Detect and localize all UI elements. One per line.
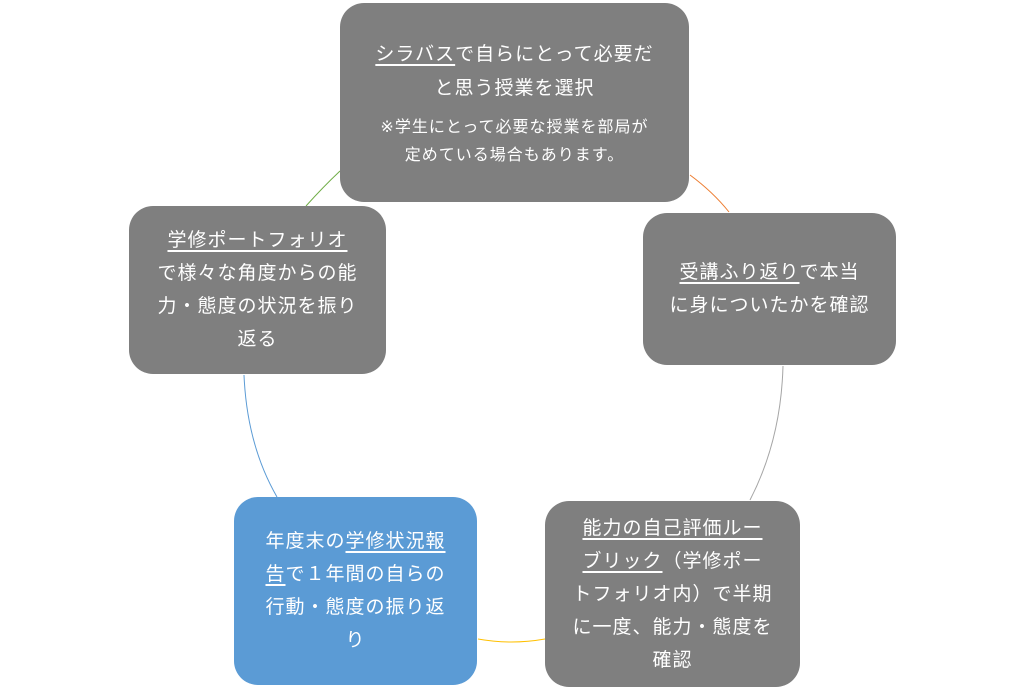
node-reflection: 受講ふり返りで本当 に身についたかを確認 xyxy=(643,213,896,365)
reflection-line-2: に身についたかを確認 xyxy=(669,294,870,316)
rubric-line-4: に一度、能力・態度を xyxy=(572,615,773,638)
node-portfolio: 学修ポートフォリオ で様々な角度からの能 力・態度の状況を振り 返る xyxy=(129,206,386,374)
reflection-line-1: 受講ふり返りで本当 xyxy=(679,256,859,289)
connector-syllabus-to-reflection xyxy=(689,174,730,213)
report-line-1: 年度末の学修状況報 xyxy=(265,525,445,558)
portfolio-line-2: で様々な角度からの能 xyxy=(157,262,358,284)
rubric-line-2-rest: （学修ポー xyxy=(662,549,763,572)
report-line-3: 行動・態度の振り返 xyxy=(265,596,446,618)
syllabus-line-2: と思う授業を選択 xyxy=(434,76,595,99)
rubric-line-5: 確認 xyxy=(652,648,693,671)
rubric-line-2: ブリック（学修ポー xyxy=(582,545,762,578)
syllabus-line-1-rest: で自らにとって必要だ xyxy=(455,42,654,65)
rubric-line-3: トフォリオ内）で半期 xyxy=(572,582,773,605)
portfolio-line-3: 力・態度の状況を振り xyxy=(157,295,358,317)
syllabus-keyword: シラバス xyxy=(375,42,456,65)
portfolio-keyword: 学修ポートフォリオ xyxy=(167,229,348,251)
reflection-line-1-rest: で本当 xyxy=(799,261,860,283)
report-line-1-pre: 年度末の xyxy=(265,530,346,552)
node-report: 年度末の学修状況報 告で１年間の自らの 行動・態度の振り返 り xyxy=(234,497,477,685)
syllabus-note-line-2: 定めている場合もあります。 xyxy=(404,144,625,164)
rubric-keyword-part-2: ブリック xyxy=(582,549,663,572)
connector-portfolio-to-syllabus xyxy=(305,170,341,207)
syllabus-line-1: シラバスで自らにとって必要だ xyxy=(375,37,653,71)
portfolio-line-4: 返る xyxy=(237,328,278,350)
report-line-4: り xyxy=(345,629,366,651)
reflection-keyword: 受講ふり返り xyxy=(679,261,800,283)
syllabus-note-line-1: ※学生にとって必要な授業を部局が xyxy=(380,116,649,136)
report-keyword-part-1: 学修状況報 xyxy=(345,530,446,552)
portfolio-line-1: 学修ポートフォリオ xyxy=(167,224,347,257)
report-keyword-part-2: 告 xyxy=(265,563,286,585)
rubric-line-1: 能力の自己評価ルー xyxy=(582,512,762,545)
report-line-2: 告で１年間の自らの xyxy=(265,558,445,591)
connector-rubric-to-report xyxy=(477,638,546,643)
node-syllabus: シラバスで自らにとって必要だ と思う授業を選択 ※学生にとって必要な授業を部局が… xyxy=(340,3,689,202)
report-line-2-rest: で１年間の自らの xyxy=(285,563,446,585)
connector-report-to-portfolio xyxy=(243,374,278,498)
node-rubric: 能力の自己評価ルー ブリック（学修ポー トフォリオ内）で半期 に一度、能力・態度… xyxy=(545,501,800,687)
connector-reflection-to-rubric xyxy=(749,365,784,501)
rubric-keyword-part-1: 能力の自己評価ルー xyxy=(582,516,763,539)
